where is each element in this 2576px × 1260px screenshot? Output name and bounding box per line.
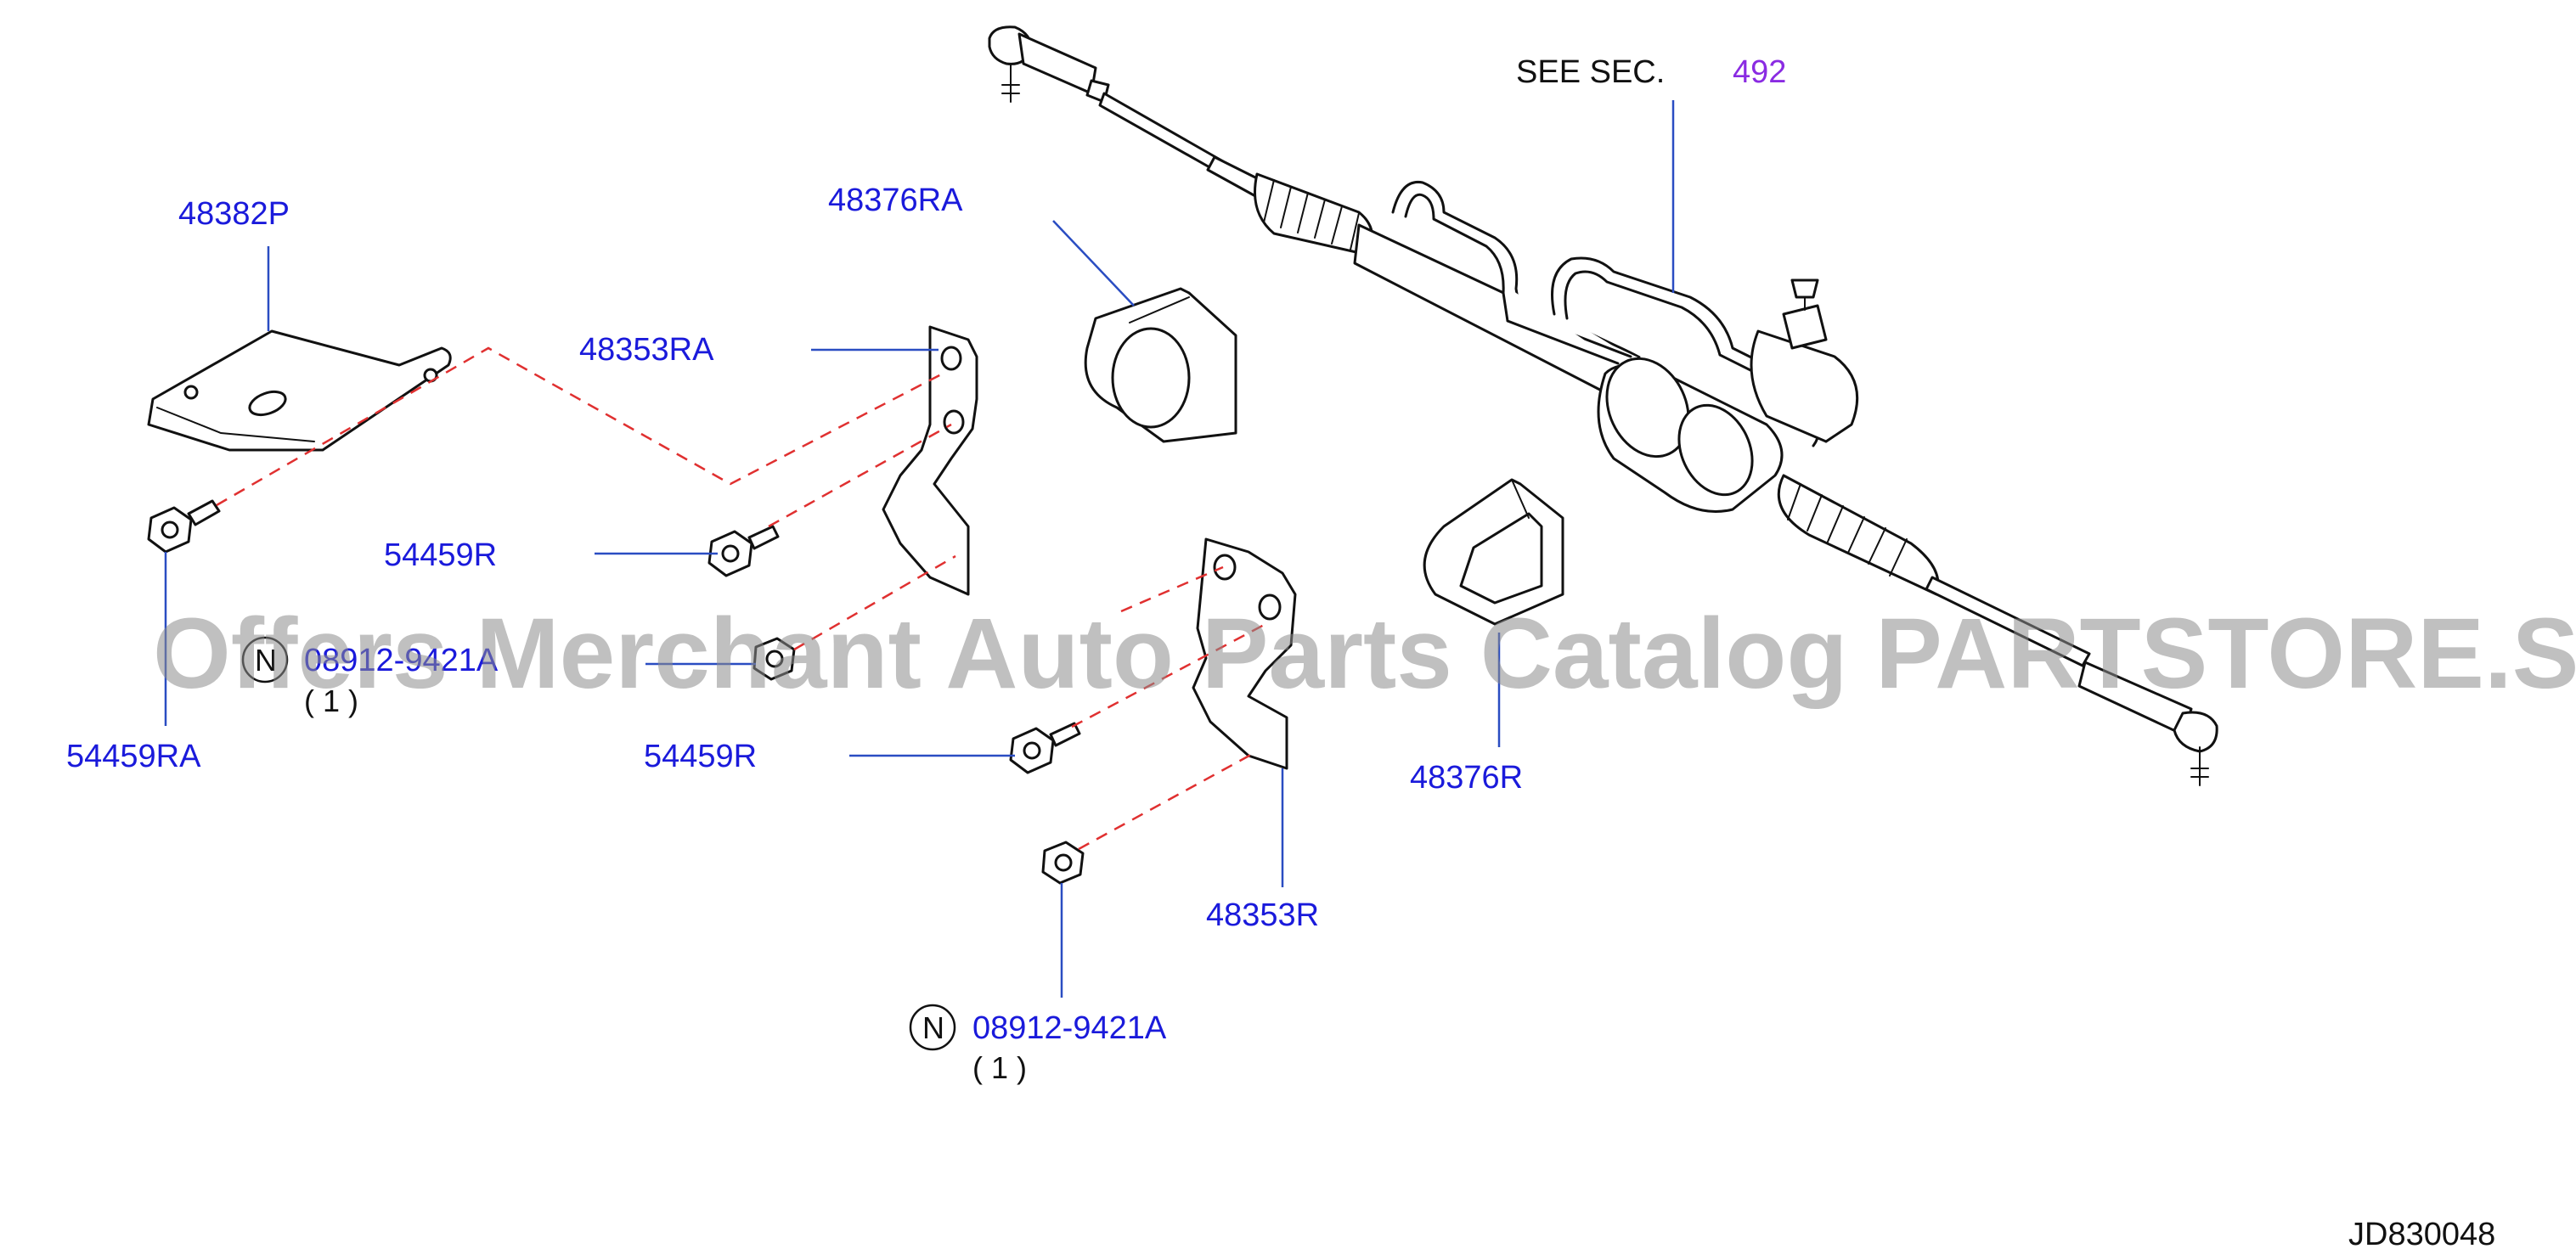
qty-upper: ( 1 ) bbox=[304, 683, 358, 718]
leader-lines bbox=[164, 100, 1675, 998]
bolt-54459RA-icon bbox=[147, 499, 221, 554]
watermark: Offers Merchant Auto Parts Catalog PARTS… bbox=[153, 598, 2576, 710]
nut-08912-upper-icon bbox=[753, 637, 796, 681]
bolt-54459R-lower-icon bbox=[1009, 722, 1081, 774]
n-marker-lower-text: N bbox=[922, 1010, 944, 1045]
right-boot-icon bbox=[1777, 474, 1940, 596]
label-48382P[interactable]: 48382P bbox=[178, 196, 290, 232]
bracket-48382P-icon bbox=[147, 329, 452, 452]
see-section-prefix: SEE SEC. bbox=[1516, 54, 1665, 90]
bushing-48376R-icon bbox=[1423, 478, 1564, 626]
label-48353R[interactable]: 48353R bbox=[1206, 897, 1319, 933]
qty-lower: ( 1 ) bbox=[972, 1050, 1027, 1085]
n-marker-upper-text: N bbox=[255, 643, 277, 678]
n-marker-upper: N bbox=[241, 636, 289, 683]
assembly-guide-lines bbox=[216, 346, 1266, 851]
diagram-code: JD830048 bbox=[2348, 1217, 2495, 1252]
clamp-48353RA-icon bbox=[882, 325, 978, 596]
label-48376RA[interactable]: 48376RA bbox=[828, 183, 963, 218]
label-48376R[interactable]: 48376R bbox=[1410, 760, 1523, 796]
nut-08912-lower-icon bbox=[1041, 841, 1085, 885]
steering-rack-assembly bbox=[988, 25, 2218, 786]
label-08912-upper[interactable]: 08912-9421A bbox=[304, 643, 499, 678]
n-marker-lower: N bbox=[909, 1004, 956, 1051]
bolt-54459R-upper-icon bbox=[707, 525, 780, 577]
see-section-link[interactable]: 492 bbox=[1733, 54, 1786, 90]
label-54459RA[interactable]: 54459RA bbox=[66, 739, 201, 774]
label-08912-lower[interactable]: 08912-9421A bbox=[972, 1010, 1167, 1046]
gear-housing-icon bbox=[1597, 278, 1859, 513]
clamp-48353R-icon bbox=[1192, 537, 1297, 770]
right-tie-rod-end-icon bbox=[2077, 661, 2218, 786]
label-54459R-upper[interactable]: 54459R bbox=[384, 537, 497, 573]
label-54459R-lower[interactable]: 54459R bbox=[644, 739, 757, 774]
left-boot-icon bbox=[1254, 172, 1374, 256]
bushing-48376RA-icon bbox=[1084, 287, 1237, 443]
label-48353RA[interactable]: 48353RA bbox=[579, 332, 714, 368]
left-tie-rod-end-icon bbox=[988, 25, 1110, 104]
